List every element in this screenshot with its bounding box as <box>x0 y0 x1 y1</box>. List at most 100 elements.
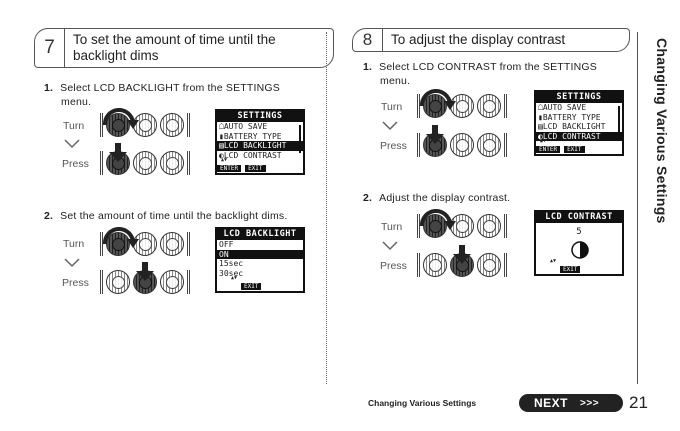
enter-button: ENTER <box>536 146 561 153</box>
updown-icon: ▲▼ <box>231 275 238 281</box>
section-title-vertical: Changing Various Settings <box>654 38 670 224</box>
pedal-bar <box>417 214 420 238</box>
lcd-item: ☖AUTO SAVE <box>219 122 268 131</box>
knob-active[interactable] <box>423 214 447 238</box>
exit-button: EXIT <box>560 266 581 273</box>
lcd-backlight-screen: LCD BACKLIGHT OFF ON 15sec 30sec ▲▼ EXIT <box>215 227 305 293</box>
knob-row-turn <box>100 231 193 257</box>
footer-section-label: Changing Various Settings <box>368 398 477 408</box>
sidebar-rule <box>637 32 638 384</box>
exit-button: EXIT <box>241 283 262 290</box>
knob-active[interactable] <box>423 94 447 118</box>
knob[interactable] <box>133 113 157 137</box>
knob[interactable] <box>477 133 501 157</box>
lcd-item-selected: ON <box>217 249 303 259</box>
knob-row-press <box>100 150 193 176</box>
press-arrow-icon <box>109 143 127 162</box>
lcd-footer: ENTER EXIT <box>536 145 622 154</box>
contrast-icon <box>571 241 589 259</box>
knob[interactable] <box>477 214 501 238</box>
knob[interactable] <box>106 270 130 294</box>
pedal-bar <box>100 232 103 256</box>
lcd-title: SETTINGS <box>217 111 303 122</box>
lcd-item: ◐LCD CONTRAST <box>219 150 282 160</box>
step-8-header: 8 To adjust the display contrast <box>352 28 630 52</box>
knob-row-turn <box>417 213 510 239</box>
lcd-item: OFF <box>219 240 234 249</box>
knob-active[interactable] <box>106 232 130 256</box>
rotate-arrow-icon <box>102 226 139 248</box>
press-label: Press <box>380 260 407 272</box>
step-title: To adjust the display contrast <box>391 32 566 47</box>
press-arrow-icon <box>136 262 154 281</box>
lcd-footer: ENTER EXIT <box>217 164 303 173</box>
knob-row-turn <box>417 93 510 119</box>
knob[interactable] <box>450 133 474 157</box>
press-label: Press <box>62 277 89 289</box>
knob-row-turn <box>100 112 193 138</box>
lcd-scrollbar <box>299 125 301 153</box>
knob-active[interactable] <box>106 113 130 137</box>
pedal-bar <box>100 151 103 175</box>
rotate-arrow-icon <box>419 208 456 230</box>
knob[interactable] <box>477 94 501 118</box>
column-divider <box>326 32 327 384</box>
lcd-item-selected: ◐LCD CONTRAST <box>536 131 622 141</box>
exit-button: EXIT <box>564 146 585 153</box>
lcd-item: ▮BATTERY TYPE <box>538 112 601 122</box>
pedal-bar <box>504 214 507 238</box>
chevron-down-icon <box>382 121 398 131</box>
knob[interactable] <box>423 253 447 277</box>
pedal-bar <box>417 133 420 157</box>
instruction-1: 1.Select LCD CONTRAST from the SETTINGS … <box>363 61 598 87</box>
lcd-settings-screen: SETTINGS ☖AUTO SAVE ▮BATTERY TYPE ▤LCD B… <box>215 109 305 175</box>
knob[interactable] <box>160 113 184 137</box>
chevron-down-icon <box>64 139 80 149</box>
knob[interactable] <box>450 214 474 238</box>
knob[interactable] <box>133 151 157 175</box>
pedal-bar <box>504 133 507 157</box>
lcd-settings-screen: SETTINGS ☖AUTO SAVE ▮BATTERY TYPE ▤LCD B… <box>534 90 624 156</box>
rotate-arrow-icon <box>102 107 139 129</box>
pedal-bar <box>504 253 507 277</box>
instruction-1: 1.Select LCD BACKLIGHT from the SETTINGS… <box>44 82 280 108</box>
lcd-item: 30sec <box>219 268 244 278</box>
chevron-down-icon <box>382 241 398 251</box>
press-label: Press <box>62 158 89 170</box>
lcd-item: ▤LCD BACKLIGHT <box>538 122 606 131</box>
lcd-title: SETTINGS <box>536 92 622 103</box>
pedal-bar <box>187 232 190 256</box>
instruction-2: 2.Set the amount of time until the backl… <box>44 210 288 222</box>
pedal-bar <box>417 94 420 118</box>
next-page-button[interactable]: NEXT >>> <box>519 394 623 412</box>
step-number: 7 <box>35 29 65 67</box>
pedal-bar <box>504 94 507 118</box>
chevron-down-icon <box>64 258 80 268</box>
pedal-bar <box>187 113 190 137</box>
knob[interactable] <box>133 232 157 256</box>
knob[interactable] <box>160 232 184 256</box>
knob[interactable] <box>450 94 474 118</box>
lcd-scrollbar <box>618 106 620 134</box>
exit-button: EXIT <box>245 165 266 172</box>
pedal-bar <box>100 113 103 137</box>
pedal-bar <box>417 253 420 277</box>
step-title: To set the amount of time until the back… <box>73 32 276 63</box>
enter-button: ENTER <box>217 165 242 172</box>
updown-icon: ▲▼ <box>540 138 547 144</box>
turn-label: Turn <box>381 221 403 233</box>
lcd-item: 15sec <box>219 259 244 268</box>
step-7-header: 7 To set the amount of time until the ba… <box>34 28 334 68</box>
knob[interactable] <box>477 253 501 277</box>
lcd-title: LCD BACKLIGHT <box>217 229 303 240</box>
knob-row-press <box>417 132 510 158</box>
updown-icon: ▲▼ <box>221 157 228 163</box>
updown-icon: ▲▼ <box>550 258 557 264</box>
knob[interactable] <box>160 151 184 175</box>
page-number: 21 <box>629 393 648 412</box>
rotate-arrow-icon <box>419 88 456 110</box>
contrast-value: 5 <box>576 227 582 237</box>
turn-label: Turn <box>63 238 85 250</box>
knob[interactable] <box>160 270 184 294</box>
press-label: Press <box>380 140 407 152</box>
